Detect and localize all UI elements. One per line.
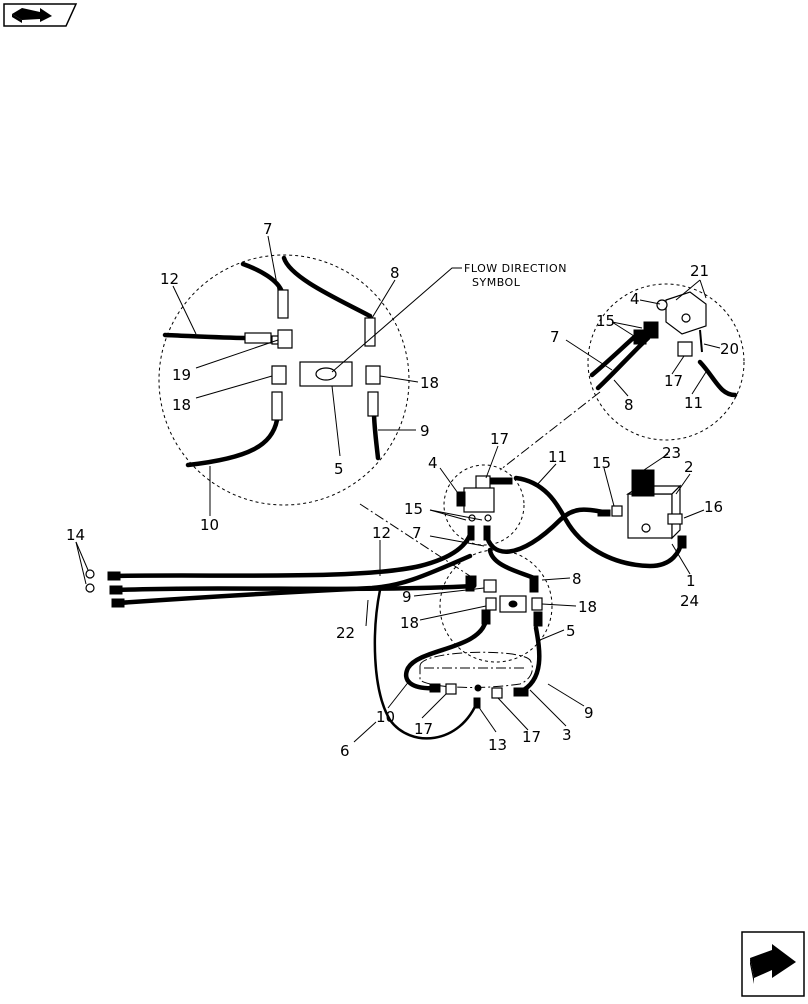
callout-16: 16 bbox=[704, 498, 723, 516]
callout-7: 7 bbox=[263, 220, 273, 238]
hose-8-detail bbox=[281, 255, 373, 319]
callout-1: 1 bbox=[686, 572, 696, 590]
callout-23: 23 bbox=[662, 444, 681, 462]
callout-13: 13 bbox=[488, 736, 507, 754]
callout-7: 7 bbox=[412, 524, 422, 542]
main-detail-circle-upper bbox=[443, 464, 525, 546]
fitting-8-main bbox=[529, 575, 539, 593]
hose-8 bbox=[487, 547, 537, 581]
callout-11: 11 bbox=[548, 448, 567, 466]
elbow-17-lower-a bbox=[445, 683, 457, 695]
flow-direction-label-line2: SYMBOL bbox=[472, 276, 521, 289]
callout-17: 17 bbox=[664, 372, 683, 390]
hose-11 bbox=[513, 475, 685, 569]
fitting-16 bbox=[667, 513, 683, 525]
fitting-9 bbox=[367, 391, 379, 417]
callout-3: 3 bbox=[562, 726, 572, 744]
callout-17: 17 bbox=[522, 728, 541, 746]
detail-view-valve bbox=[565, 279, 745, 441]
forward-arrow-icon[interactable] bbox=[741, 931, 805, 997]
callout-21: 21 bbox=[690, 262, 709, 280]
callout-17: 17 bbox=[414, 720, 433, 738]
fitting-1 bbox=[677, 535, 687, 549]
callout-24: 24 bbox=[680, 592, 699, 610]
hose-10-detail bbox=[185, 417, 280, 468]
hose-long-lower bbox=[115, 553, 473, 606]
hose-long-upper bbox=[109, 525, 475, 579]
callout-18: 18 bbox=[420, 374, 439, 392]
hose-6 bbox=[373, 588, 480, 740]
fitting-18-left bbox=[271, 365, 287, 385]
hose-long-middle bbox=[113, 583, 477, 593]
callout-8: 8 bbox=[624, 396, 634, 414]
callout-15: 15 bbox=[404, 500, 423, 518]
detail-circle-left bbox=[158, 254, 410, 506]
callout-18: 18 bbox=[400, 614, 419, 632]
main-assembly bbox=[75, 445, 705, 743]
fitting-18-main-left bbox=[485, 597, 497, 611]
back-arrow-icon[interactable] bbox=[3, 3, 78, 27]
reference-line-detail2 bbox=[499, 391, 601, 471]
callout-12: 12 bbox=[372, 524, 391, 542]
hose-11-detail2 bbox=[697, 359, 738, 398]
callout-15: 15 bbox=[592, 454, 611, 472]
callout-10: 10 bbox=[200, 516, 219, 534]
hose-7 bbox=[483, 507, 607, 554]
main-detail-circle-lower bbox=[439, 549, 553, 663]
callout-9: 9 bbox=[584, 704, 594, 722]
callout-8: 8 bbox=[572, 570, 582, 588]
hose-9-detail bbox=[371, 409, 381, 461]
elbow-17-lower-b bbox=[491, 687, 503, 699]
plug-13 bbox=[474, 684, 482, 692]
callout-9: 9 bbox=[420, 422, 430, 440]
hose-10 bbox=[403, 617, 489, 691]
fitting-18-main-right bbox=[531, 597, 543, 611]
callout-20: 20 bbox=[720, 340, 739, 358]
fitting-7 bbox=[277, 289, 289, 319]
callout-5: 5 bbox=[566, 622, 576, 640]
callout-6: 6 bbox=[340, 742, 350, 760]
callout-4: 4 bbox=[630, 290, 640, 308]
callout-12: 12 bbox=[160, 270, 179, 288]
fitting-18-right bbox=[365, 365, 381, 385]
fitting-15-main bbox=[611, 505, 623, 517]
callout-9: 9 bbox=[402, 588, 412, 606]
callout-5: 5 bbox=[334, 460, 344, 478]
tee-fitting-19 bbox=[271, 329, 293, 349]
cap-14-b bbox=[85, 583, 95, 593]
reservoir-3 bbox=[419, 651, 533, 688]
callout-2: 2 bbox=[684, 458, 694, 476]
detail-view-connections bbox=[158, 235, 462, 516]
flow-direction-symbol bbox=[315, 367, 337, 381]
fitting-9-main bbox=[483, 579, 497, 593]
fitting-12 bbox=[244, 332, 272, 344]
callout-10: 10 bbox=[376, 708, 395, 726]
hose-7-detail bbox=[240, 261, 285, 295]
callout-11: 11 bbox=[684, 394, 703, 412]
harness-23 bbox=[631, 469, 645, 497]
callout-19: 19 bbox=[172, 366, 191, 384]
detail-circle-right bbox=[587, 283, 745, 441]
control-valve-2 bbox=[627, 493, 673, 539]
elbow-17-detail2 bbox=[677, 341, 693, 357]
flow-direction-label: FLOW DIRECTION bbox=[464, 262, 567, 275]
valve-block-4 bbox=[665, 291, 707, 335]
valve-4-main bbox=[463, 487, 495, 513]
cap-14-a bbox=[85, 569, 95, 579]
callout-17: 17 bbox=[490, 430, 509, 448]
callout-4: 4 bbox=[428, 454, 438, 472]
callout-7: 7 bbox=[550, 328, 560, 346]
callout-18: 18 bbox=[172, 396, 191, 414]
callout-8: 8 bbox=[390, 264, 400, 282]
fitting-8 bbox=[364, 317, 376, 347]
callout-14: 14 bbox=[66, 526, 85, 544]
callout-22: 22 bbox=[336, 624, 355, 642]
hose-12-detail bbox=[162, 332, 248, 341]
callout-15: 15 bbox=[596, 312, 615, 330]
fitting-10 bbox=[271, 391, 283, 421]
callout-18: 18 bbox=[578, 598, 597, 616]
